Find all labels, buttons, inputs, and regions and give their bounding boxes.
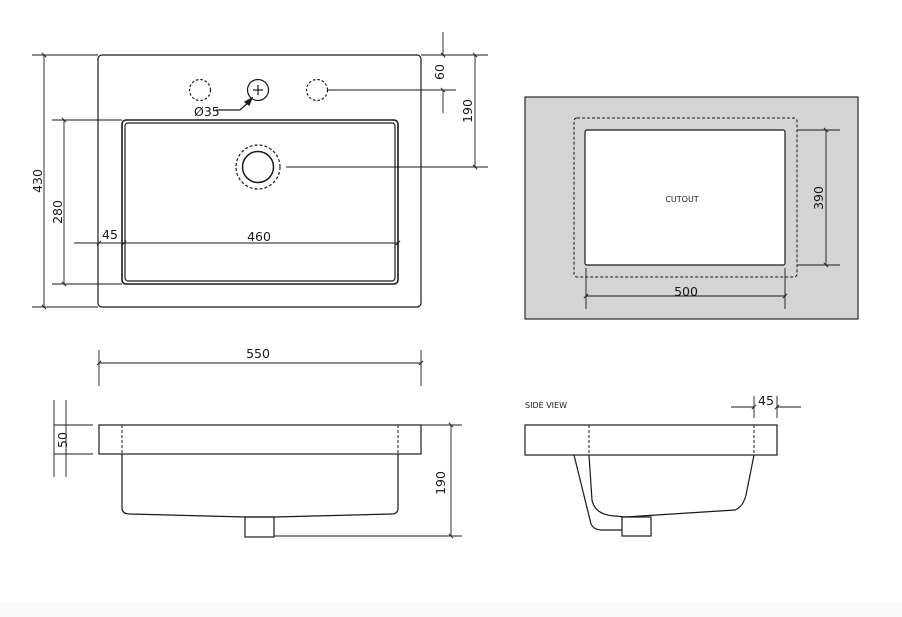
- dim-cutout-width: 500: [674, 284, 698, 299]
- bowl-outline-outer: [121, 119, 399, 285]
- waste-hole: [241, 150, 275, 184]
- bowl-outline-inner: [124, 122, 396, 282]
- dim-bowl-width: 460: [247, 229, 271, 244]
- dim-edge-margin: 45: [102, 227, 118, 242]
- dim-bowl-depth: 280: [50, 200, 65, 224]
- dim-tap-diameter: Ø35: [194, 104, 220, 119]
- cutout-view: [524, 96, 859, 320]
- basin-outline: [97, 54, 422, 308]
- side-view-title: SIDE VIEW: [525, 401, 567, 410]
- dim-rim-height: 50: [55, 432, 70, 448]
- dim-overall-width: 550: [246, 346, 270, 361]
- rim: [98, 424, 422, 455]
- waste-outer-dashed: [235, 144, 281, 190]
- cutout-opening: [584, 129, 786, 266]
- bowl-body: [121, 454, 399, 518]
- side-rear-profile: [573, 454, 622, 531]
- side-view: [524, 396, 801, 537]
- dim-overall-height: 190: [433, 471, 448, 495]
- basin-outline-dashed: [573, 117, 798, 278]
- front-view: [53, 350, 462, 539]
- plan-view: [32, 32, 488, 310]
- dim-waste-offset: 190: [460, 99, 475, 123]
- footer-band: [0, 602, 902, 617]
- tap-hole-left-optional: [188, 78, 212, 102]
- dim-overall-depth: 430: [30, 169, 45, 193]
- side-bowl: [588, 454, 755, 518]
- tap-hole-right-optional: [305, 78, 329, 102]
- tap-hole-center: [246, 78, 270, 102]
- cutout-label: CUTOUT: [665, 195, 698, 204]
- dim-rim-overhang: 45: [758, 393, 774, 408]
- waste-outlet: [244, 516, 275, 538]
- dim-cutout-depth: 390: [811, 186, 826, 210]
- side-waste-outlet: [621, 516, 652, 537]
- dim-tap-offset: 60: [432, 64, 447, 80]
- side-rim: [524, 424, 778, 456]
